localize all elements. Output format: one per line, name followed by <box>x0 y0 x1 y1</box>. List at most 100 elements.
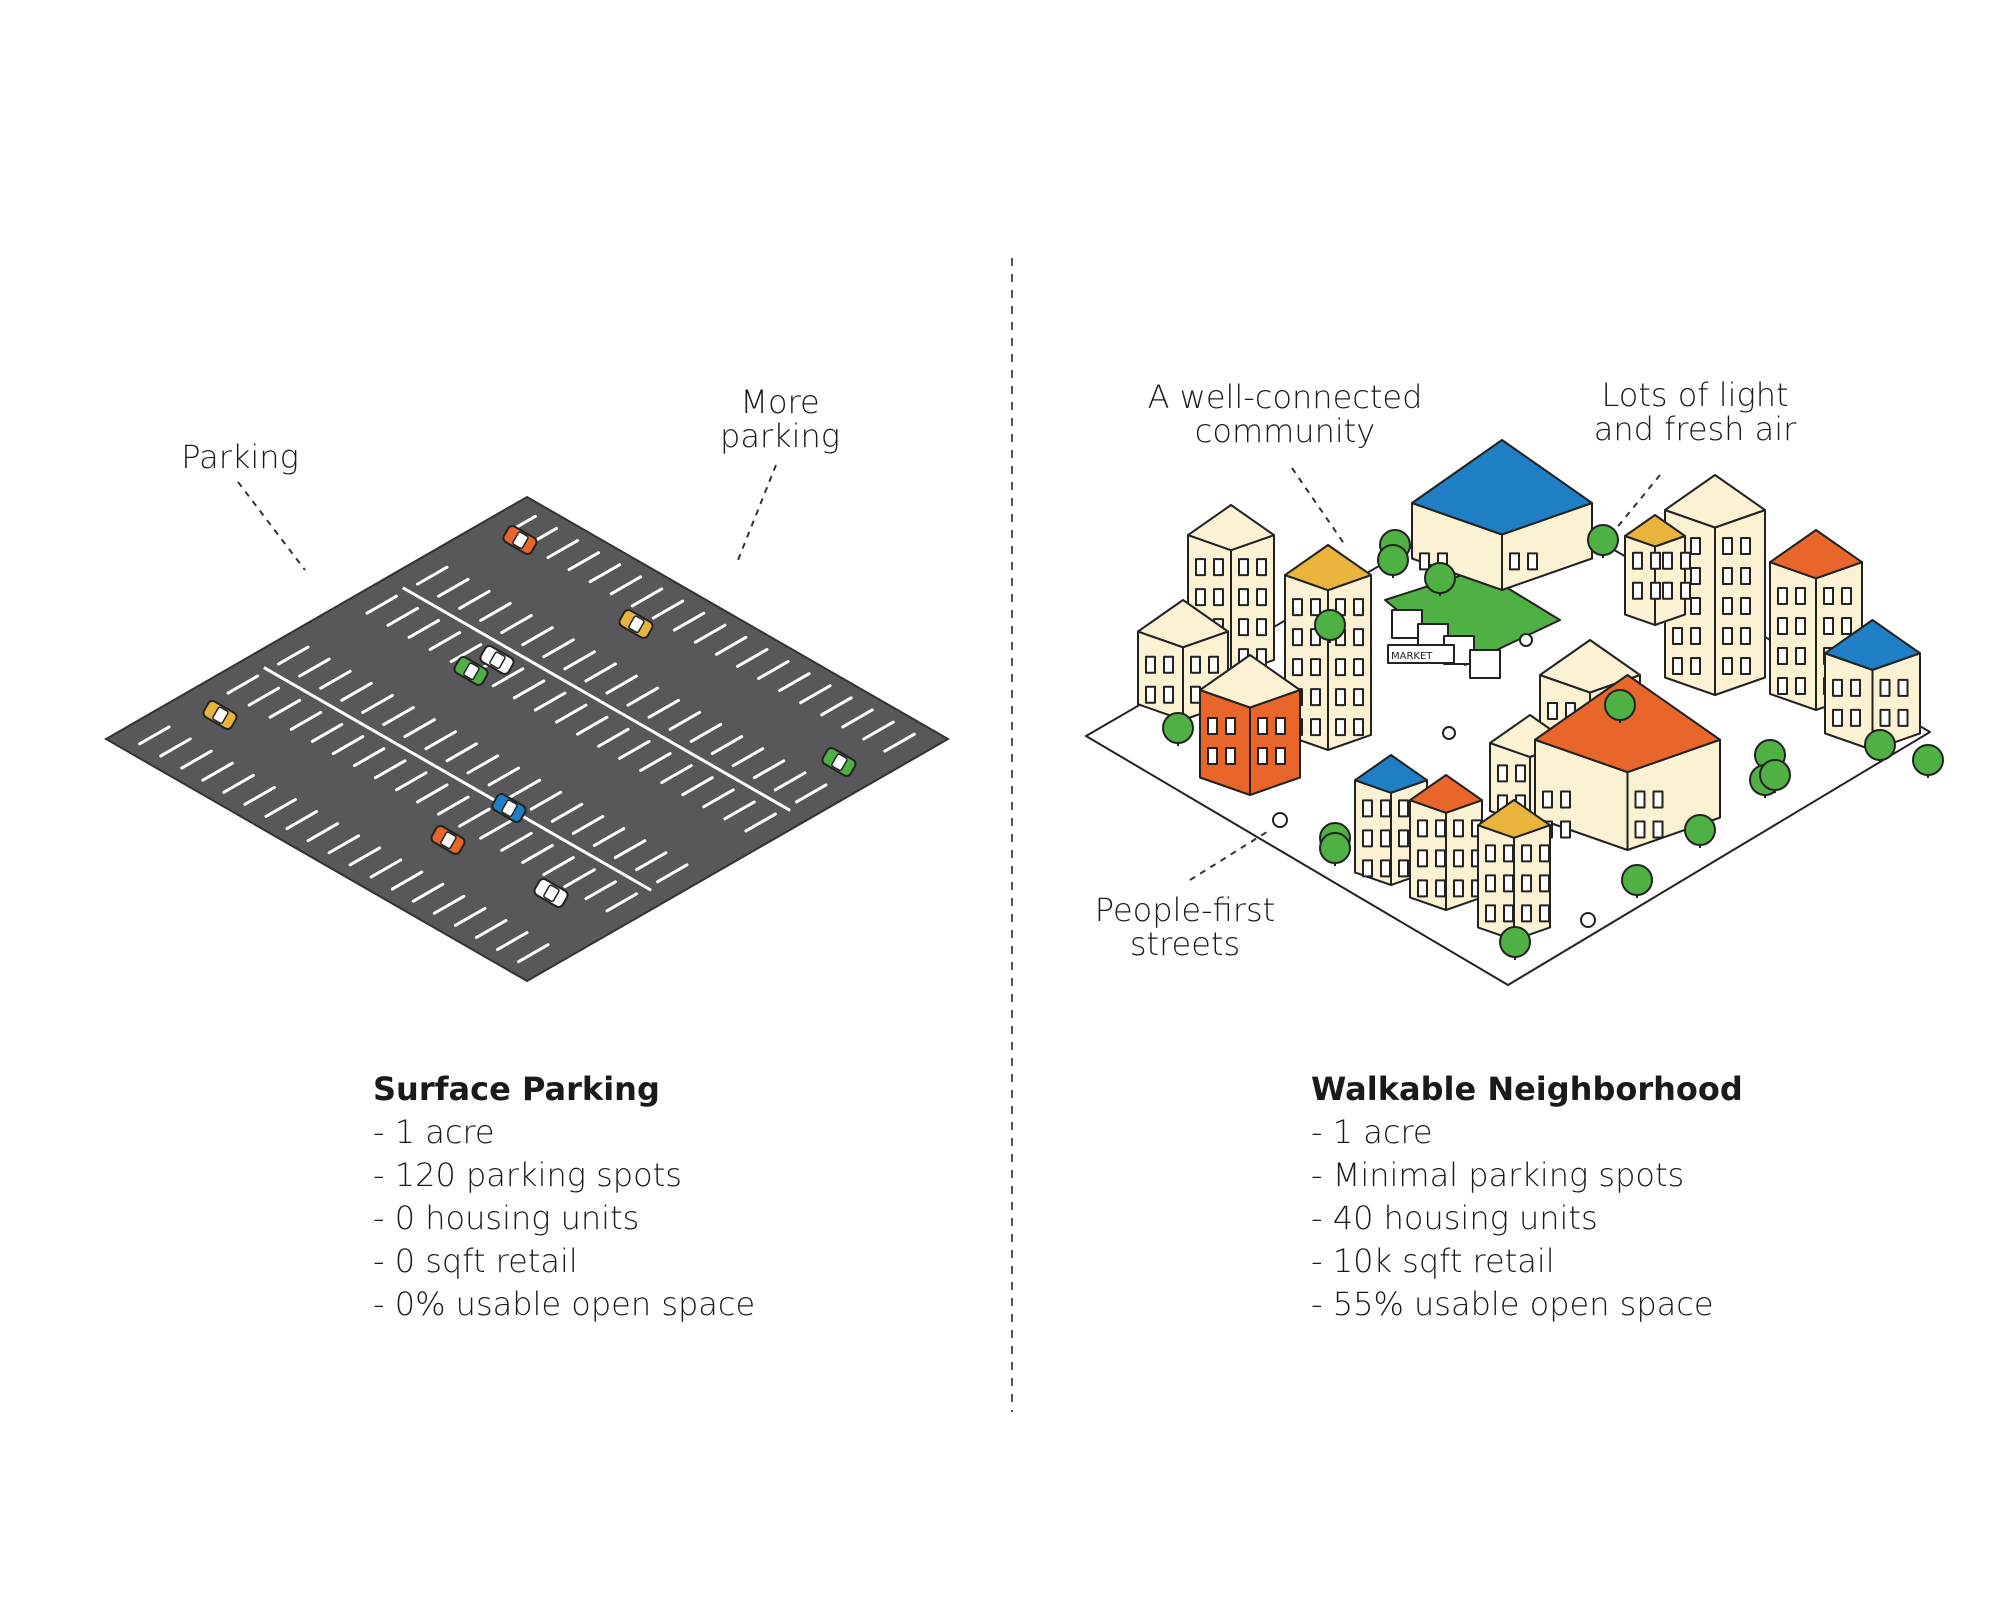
window <box>1777 586 1788 605</box>
window <box>1485 844 1496 863</box>
stall-line <box>382 706 415 726</box>
stall-line <box>542 856 575 877</box>
window <box>1310 688 1321 707</box>
tree-canopy <box>1424 562 1456 594</box>
stall-line <box>605 892 638 913</box>
window <box>1740 537 1751 555</box>
parked-cars <box>202 525 857 908</box>
stall-line <box>277 645 310 666</box>
building-right-wall <box>1230 534 1275 676</box>
stall-line <box>159 737 192 758</box>
stall-line <box>588 563 622 584</box>
building-right-wall <box>1327 574 1372 751</box>
window <box>1380 829 1391 848</box>
stall-line <box>500 614 533 635</box>
window <box>1795 646 1806 665</box>
cyclist-figure <box>1272 812 1288 828</box>
stall-line <box>799 684 832 705</box>
tree-canopy <box>1684 814 1716 846</box>
tree <box>1604 689 1636 723</box>
tree <box>1864 729 1896 763</box>
window <box>1680 581 1691 600</box>
stat-item: - 55% usable open space <box>1311 1285 1714 1323</box>
window <box>1560 790 1571 809</box>
parking-lot-illustration <box>103 464 951 983</box>
stall-line <box>752 759 786 780</box>
tree <box>1759 759 1791 793</box>
building-roof <box>1664 474 1766 529</box>
window <box>1453 849 1464 868</box>
stall-line <box>563 868 596 889</box>
window <box>1257 717 1268 735</box>
surface-parking-stats: Surface Parking - 1 acre - 120 parking s… <box>373 1068 755 1326</box>
tree <box>1424 562 1456 596</box>
stall-line <box>331 735 365 756</box>
building-roof <box>1534 674 1721 774</box>
stall-line <box>491 667 525 688</box>
stall-line <box>660 764 693 785</box>
window <box>1435 879 1446 898</box>
stall-line <box>651 599 685 620</box>
tree-canopy <box>1499 926 1531 958</box>
stall-line <box>407 618 441 639</box>
window <box>1650 581 1661 600</box>
window <box>1398 859 1409 878</box>
street-trees <box>1162 524 1944 960</box>
parked-car <box>618 609 654 639</box>
building-roof <box>1137 599 1229 649</box>
parked-car <box>502 525 538 555</box>
window <box>1362 829 1373 848</box>
window <box>1503 904 1514 923</box>
window <box>1335 658 1346 677</box>
window <box>1897 678 1909 697</box>
stall-line <box>744 812 777 833</box>
parked-car <box>533 878 569 908</box>
stall-line <box>348 846 382 867</box>
stall-line <box>201 761 234 782</box>
window <box>1662 551 1673 570</box>
window <box>1310 658 1321 677</box>
car-windshield <box>501 799 518 818</box>
stall-line <box>529 790 563 811</box>
window <box>1777 676 1788 695</box>
stall-line <box>437 577 470 598</box>
window <box>1740 597 1751 615</box>
stall-line <box>841 708 874 729</box>
window <box>1539 874 1550 893</box>
window <box>1213 588 1224 607</box>
stat-item: - 1 acre <box>373 1113 495 1151</box>
parking-stall-lines <box>138 514 916 964</box>
stall-line <box>546 539 580 559</box>
window <box>1257 747 1268 765</box>
tree <box>1621 864 1653 898</box>
window <box>1417 819 1428 838</box>
window <box>1485 904 1496 923</box>
tree-canopy <box>1377 544 1409 576</box>
stall-line <box>416 783 449 804</box>
stall-line <box>403 718 436 739</box>
window <box>1417 879 1428 898</box>
window <box>1145 685 1156 704</box>
window <box>1722 657 1733 675</box>
stall-line <box>862 720 895 741</box>
window <box>1690 657 1701 675</box>
window <box>1353 688 1364 707</box>
window <box>1207 747 1218 765</box>
window <box>1435 849 1446 868</box>
window <box>1722 537 1733 555</box>
parked-car <box>202 700 238 730</box>
building <box>1824 619 1921 751</box>
window <box>1509 552 1520 571</box>
stall-line <box>794 783 828 804</box>
window <box>1380 799 1391 818</box>
window <box>1292 598 1303 617</box>
window <box>1897 708 1909 727</box>
window <box>1417 849 1428 868</box>
stall-line <box>567 551 601 572</box>
lane-divider <box>263 666 652 892</box>
window <box>1795 586 1806 605</box>
stall-line <box>386 606 420 627</box>
window <box>1213 558 1224 577</box>
car-windshield <box>212 706 229 725</box>
